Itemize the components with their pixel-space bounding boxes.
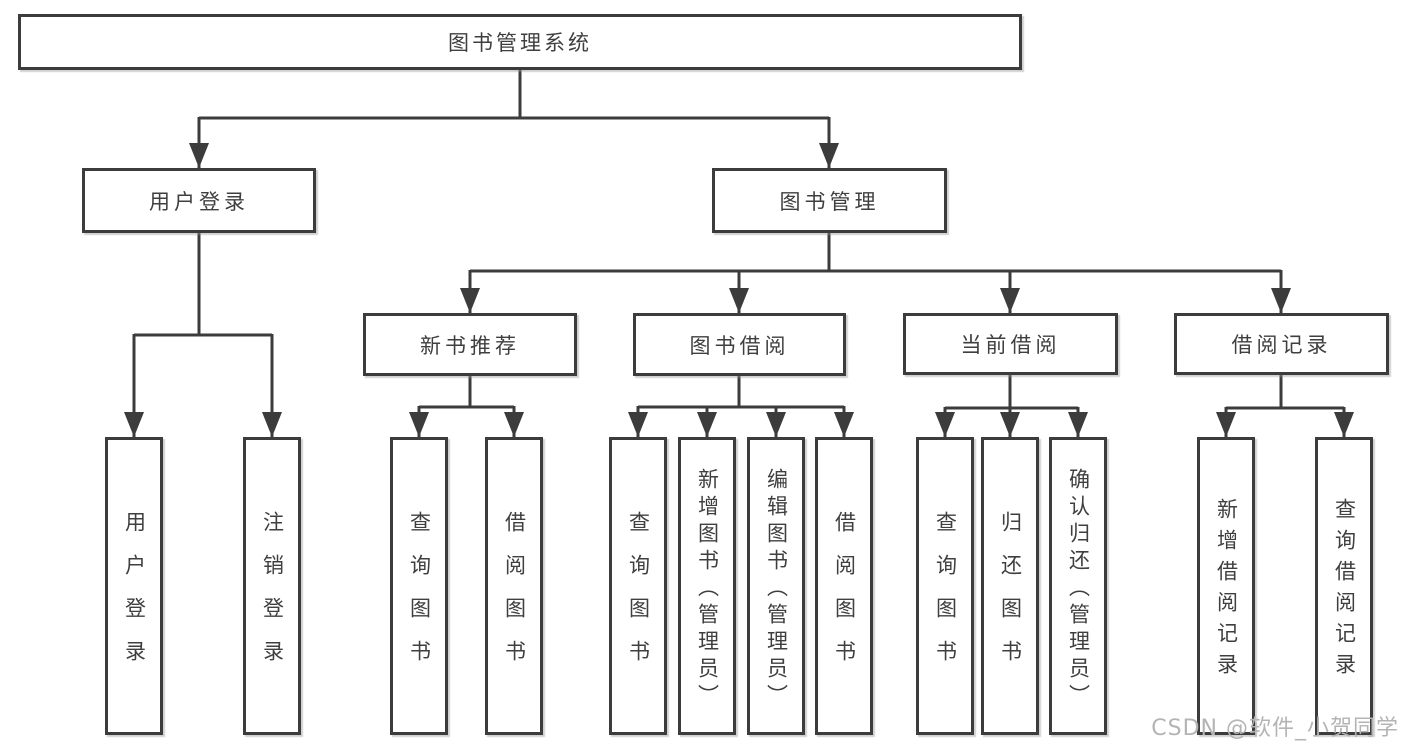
node-label: 借阅图书 (832, 511, 857, 683)
node-label: 查询图书 (933, 511, 958, 683)
node-leaf-newrec-borrow-books: 借阅图书 (485, 437, 543, 735)
node-label: 借阅图书 (502, 511, 527, 683)
node-leaf-records-query-record: 查询借阅记录 (1315, 437, 1373, 735)
node-new-book-recommendation: 新书推荐 (363, 313, 577, 376)
node-book-management: 图书管理 (712, 168, 947, 233)
node-leaf-newrec-query-books: 查询图书 (390, 437, 448, 735)
node-label: 注销登录 (260, 511, 285, 683)
node-label: 查询图书 (407, 511, 432, 683)
node-label: 确认归还（管理员） (1066, 467, 1091, 711)
node-label: 图书借阅 (689, 333, 790, 358)
edge-bookmgmt-to-level3 (468, 233, 1283, 313)
node-label: 新增借阅记录 (1214, 498, 1239, 684)
node-label: 查询借阅记录 (1332, 498, 1357, 684)
node-leaf-borrow-query-books: 查询图书 (609, 437, 667, 735)
node-label: 新增图书（管理员） (695, 467, 720, 711)
node-leaf-logout: 注销登录 (243, 437, 301, 735)
edge-root-to-level2 (197, 70, 831, 168)
node-label: 借阅记录 (1231, 333, 1332, 357)
node-label: 查询图书 (626, 511, 651, 683)
node-current-borrowing: 当前借阅 (903, 313, 1118, 375)
node-leaf-borrow-edit-books-admin: 编辑图书（管理员） (747, 437, 805, 735)
node-label: 编辑图书（管理员） (764, 467, 789, 711)
node-leaf-user-login: 用户登录 (105, 437, 163, 735)
node-leaf-current-return-books: 归还图书 (981, 437, 1039, 735)
node-label: 图书管理系统 (448, 31, 592, 55)
edge-userlogin-to-leaves (132, 233, 274, 437)
node-label: 当前借阅 (960, 333, 1061, 357)
node-label: 图书管理 (779, 189, 880, 214)
arrowheads (124, 143, 1354, 437)
csdn-watermark: CSDN @软件_小贺同学 (1151, 716, 1399, 741)
node-leaf-records-add-record: 新增借阅记录 (1197, 437, 1255, 735)
node-label: 新书推荐 (420, 333, 520, 358)
node-label: 用户登录 (122, 511, 147, 683)
edge-newbooks-to-leaves (417, 376, 516, 437)
node-leaf-borrow-add-books-admin: 新增图书（管理员） (678, 437, 736, 735)
edge-bookborrow-to-leaves (636, 376, 846, 437)
node-book-borrowing: 图书借阅 (633, 313, 846, 376)
node-leaf-borrow-borrow-books: 借阅图书 (815, 437, 873, 735)
node-library-management-system: 图书管理系统 (18, 14, 1022, 70)
node-label: 归还图书 (998, 511, 1023, 683)
edge-borrowrecords-to-leaves (1224, 375, 1346, 437)
node-label: 用户登录 (149, 189, 249, 214)
node-borrowing-records: 借阅记录 (1174, 313, 1389, 375)
node-leaf-current-query-books: 查询图书 (916, 437, 974, 735)
node-user-login: 用户登录 (82, 168, 316, 233)
node-leaf-current-confirm-return-admin: 确认归还（管理员） (1049, 437, 1107, 735)
